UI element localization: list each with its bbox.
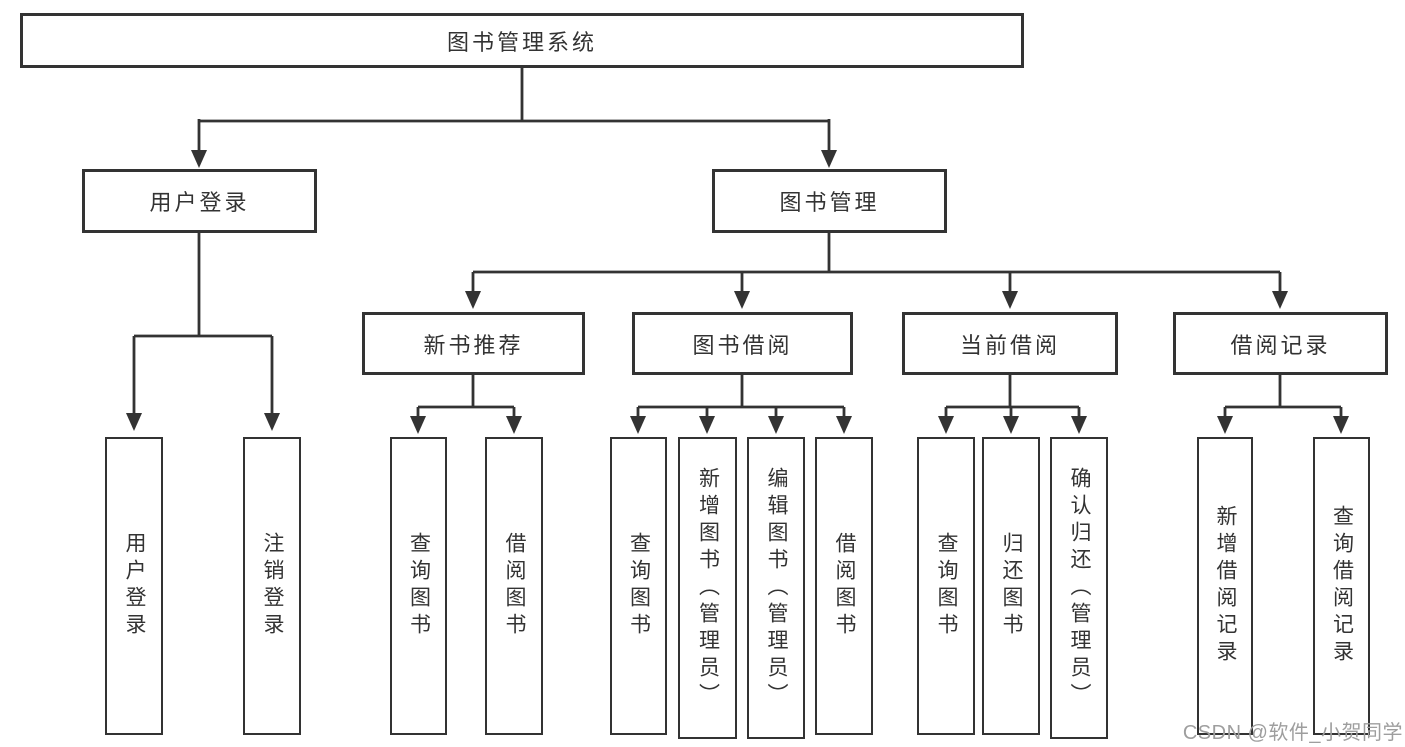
leaf-borrow-query-book-label: 查询图书 — [627, 532, 651, 640]
leaf-borrow-borrow-book-label: 借阅图书 — [833, 532, 856, 640]
node-root-label: 图书管理系统 — [446, 29, 597, 55]
node-user-login-label: 用户登录 — [149, 190, 250, 215]
leaf-current-return-book: 归还图书 — [982, 437, 1040, 735]
leaf-recommend-query-book: 查询图书 — [390, 437, 447, 735]
node-new-book-recommend: 新书推荐 — [362, 312, 585, 375]
leaf-current-query-book: 查询图书 — [917, 437, 975, 735]
leaf-borrow-borrow-book: 借阅图书 — [815, 437, 873, 735]
leaf-current-query-book-label: 查询图书 — [935, 532, 958, 640]
leaf-borrow-add-book-admin-label: 新增图书（管理员） — [696, 466, 720, 710]
leaf-recommend-query-book-label: 查询图书 — [407, 532, 431, 640]
leaf-logout-label: 注销登录 — [261, 532, 284, 640]
node-borrow-record-label: 借阅记录 — [1230, 332, 1331, 358]
leaf-current-confirm-return-admin-label: 确认归还（管理员） — [1068, 466, 1091, 710]
leaf-record-query-record: 查询借阅记录 — [1313, 437, 1370, 735]
leaf-recommend-borrow-book-label: 借阅图书 — [503, 532, 526, 640]
node-book-borrow-label: 图书借阅 — [692, 332, 793, 358]
leaf-current-return-book-label: 归还图书 — [1000, 532, 1023, 640]
node-current-borrow-label: 当前借阅 — [959, 332, 1060, 358]
leaf-user-login: 用户登录 — [105, 437, 163, 735]
node-book-management: 图书管理 — [712, 169, 947, 233]
leaf-logout: 注销登录 — [243, 437, 301, 735]
leaf-record-query-record-label: 查询借阅记录 — [1330, 505, 1354, 667]
node-root: 图书管理系统 — [20, 13, 1024, 68]
leaf-borrow-edit-book-admin: 编辑图书（管理员） — [747, 437, 805, 739]
leaf-user-login-label: 用户登录 — [123, 532, 146, 640]
node-new-book-recommend-label: 新书推荐 — [423, 332, 524, 358]
leaf-recommend-borrow-book: 借阅图书 — [485, 437, 543, 735]
node-book-borrow: 图书借阅 — [632, 312, 853, 375]
leaf-record-add-record: 新增借阅记录 — [1197, 437, 1253, 735]
leaf-record-add-record-label: 新增借阅记录 — [1214, 505, 1237, 667]
node-current-borrow: 当前借阅 — [902, 312, 1118, 375]
leaf-borrow-query-book: 查询图书 — [610, 437, 667, 735]
leaf-borrow-edit-book-admin-label: 编辑图书（管理员） — [765, 466, 788, 710]
csdn-watermark: CSDN @软件_小贺同学 — [1182, 722, 1403, 744]
leaf-current-confirm-return-admin: 确认归还（管理员） — [1050, 437, 1108, 739]
node-user-login: 用户登录 — [82, 169, 317, 233]
node-borrow-record: 借阅记录 — [1173, 312, 1388, 375]
node-book-management-label: 图书管理 — [779, 190, 880, 215]
leaf-borrow-add-book-admin: 新增图书（管理员） — [678, 437, 737, 739]
